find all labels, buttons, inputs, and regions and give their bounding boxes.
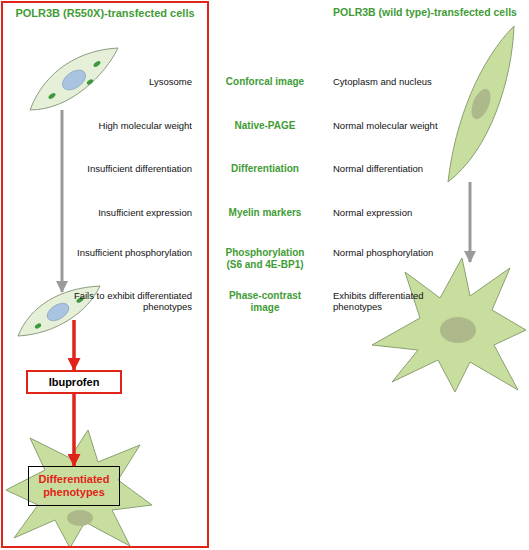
outcome-box: Differentiated phenotypes bbox=[28, 466, 120, 506]
differentiated-cell bbox=[372, 258, 526, 392]
panel-heading: POLR3B (R550X)-transfected cells bbox=[3, 7, 207, 20]
treatment-name: Ibuprofen bbox=[49, 376, 100, 389]
cell-body bbox=[30, 48, 118, 110]
method-label: Phase-contrast image bbox=[223, 290, 307, 314]
lysosome-spot bbox=[86, 78, 94, 85]
method-label: Myelin markers bbox=[210, 207, 320, 219]
method-label: Native-PAGE bbox=[210, 120, 320, 132]
cell-nucleus bbox=[59, 66, 89, 94]
panel-heading: POLR3B (wild type)-transfected cells bbox=[323, 6, 528, 19]
mutant-result: Lysosome bbox=[72, 76, 192, 87]
wildtype-result: Normal differentiation bbox=[333, 163, 463, 174]
treatment-arrow bbox=[72, 320, 76, 370]
cell-body bbox=[448, 26, 514, 182]
mutant-result: Insufficient differentiation bbox=[52, 163, 192, 174]
cell-nucleus bbox=[440, 317, 476, 343]
method-label: Phosphorylation (S6 and 4E-BP1) bbox=[218, 247, 313, 271]
wildtype-result: Cytoplasm and nucleus bbox=[333, 76, 453, 87]
cell-nucleus bbox=[44, 300, 72, 325]
treatment-box: Ibuprofen bbox=[26, 370, 122, 394]
wildtype-result: Normal phosphorylation bbox=[333, 247, 463, 258]
differentiated-cell bbox=[6, 430, 152, 548]
outcome-text: Differentiated phenotypes bbox=[29, 473, 119, 498]
time-arrow bbox=[61, 110, 64, 292]
wildtype-result: Normal expression bbox=[333, 207, 463, 218]
wildtype-result: Normal molecular weight bbox=[333, 120, 463, 131]
method-label: Conforcal image bbox=[210, 76, 320, 88]
mutant-result: Insufficient phosphorylation bbox=[57, 247, 192, 258]
mutant-result: Insufficient expression bbox=[62, 207, 192, 218]
wildtype-result: Exhibits differentiated phenotypes bbox=[333, 290, 458, 313]
lysosome-spot bbox=[48, 92, 57, 100]
mutant-result: Fails to exhibit differentiated phenotyp… bbox=[67, 290, 192, 313]
time-arrow bbox=[469, 182, 472, 262]
treatment-arrow bbox=[72, 394, 76, 466]
cell-nucleus bbox=[468, 86, 495, 122]
cell-nucleus bbox=[67, 510, 93, 526]
lysosome-spot bbox=[34, 322, 42, 329]
method-label: Differentiation bbox=[210, 163, 320, 175]
mutant-result: High molecular weight bbox=[62, 120, 192, 131]
lysosome-spot bbox=[93, 60, 102, 68]
